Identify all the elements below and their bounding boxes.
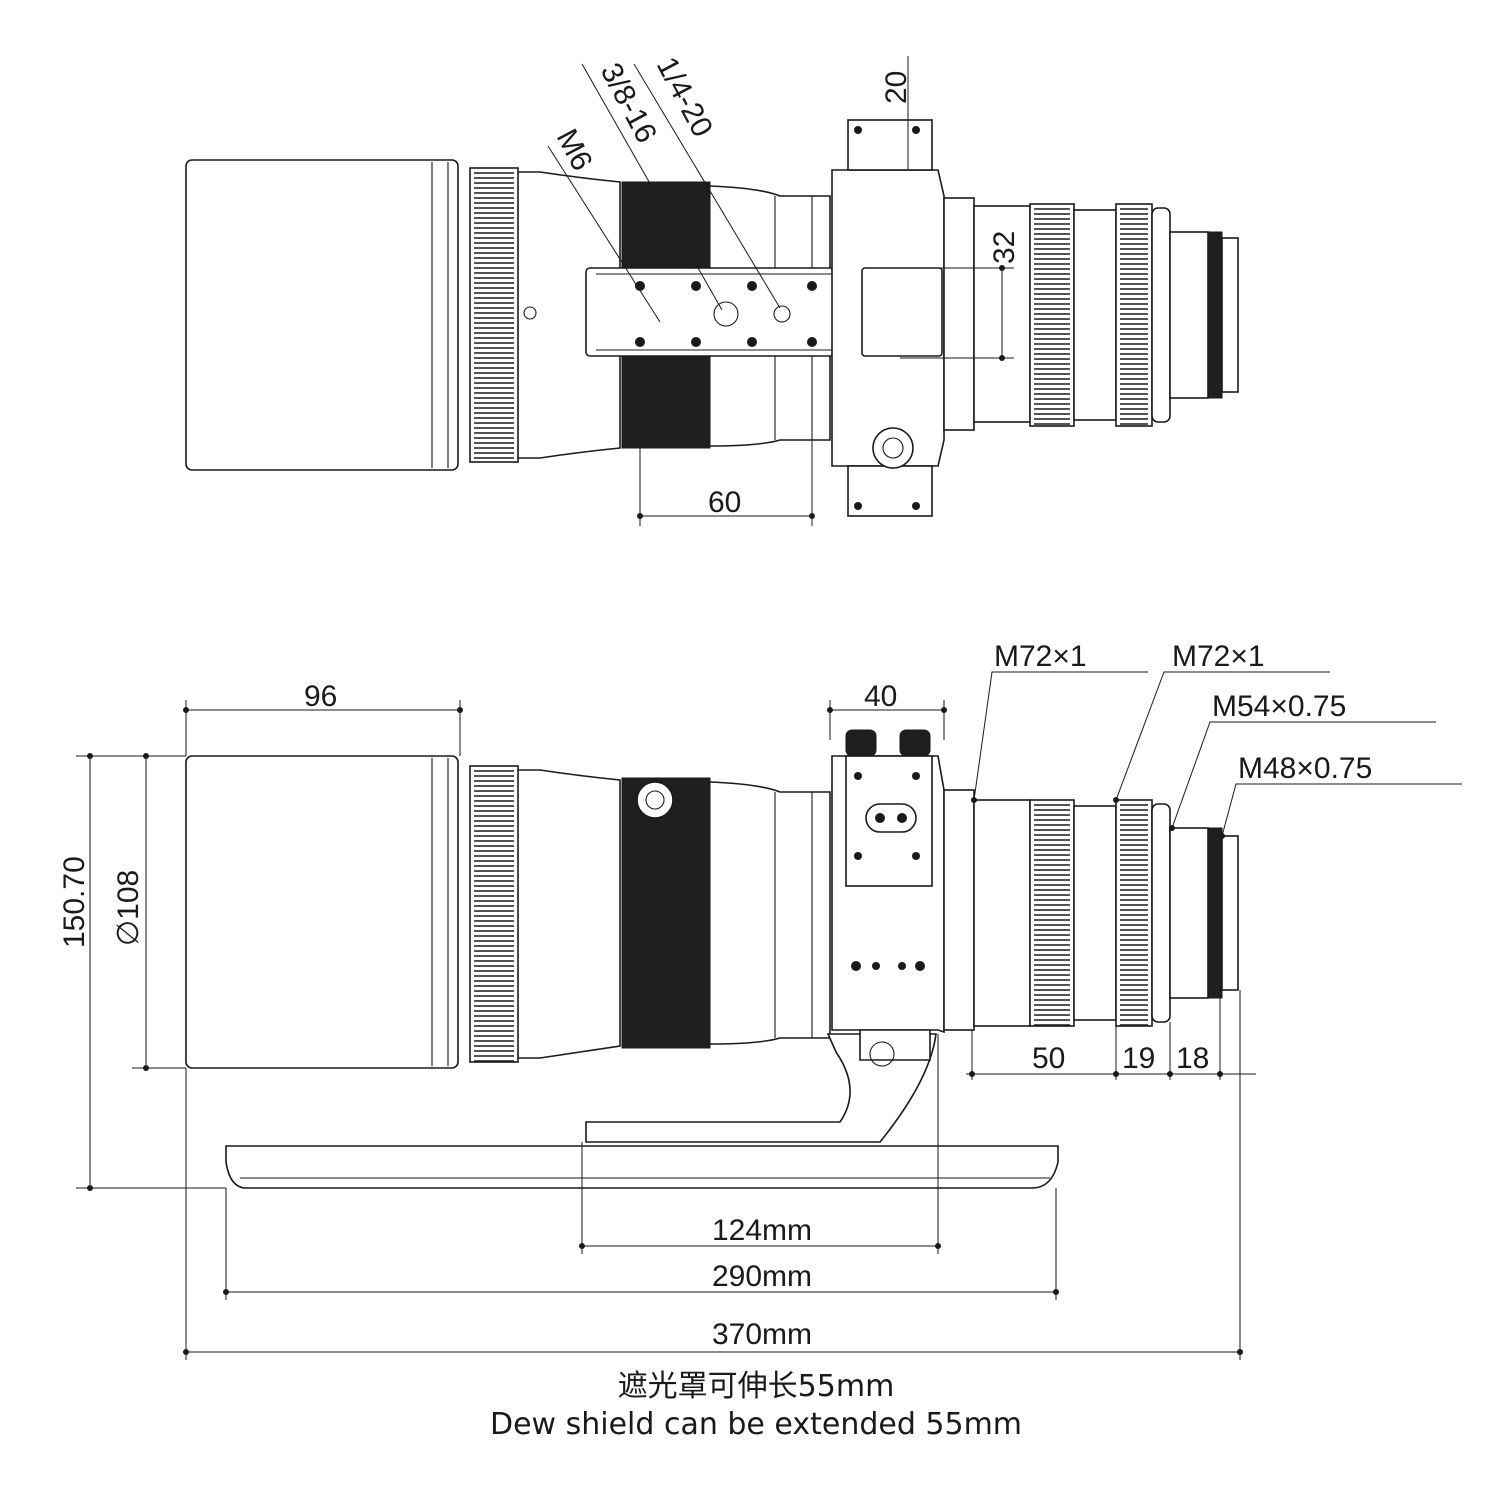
side-knob-left <box>845 729 877 757</box>
top-screw <box>523 306 537 320</box>
label-thread-m54: M54×0.75 <box>1212 690 1346 723</box>
side-rubber-ring <box>621 777 711 1049</box>
side-knob-right <box>899 729 931 757</box>
leader-m54 <box>1171 721 1436 829</box>
label-thread-m72-2: M72×1 <box>1172 640 1265 673</box>
side-dovetail-bar <box>225 1145 1059 1189</box>
side-dew-shield <box>185 755 459 1069</box>
top-knurled-ring-front-ridges <box>474 172 514 459</box>
side-rear-tube <box>943 789 975 1031</box>
side-focuser-ring-2-ridges <box>1120 804 1148 1026</box>
label-dim-96: 96 <box>304 680 337 713</box>
top-rear-tube <box>943 197 975 431</box>
top-rear-knurl <box>1207 231 1223 399</box>
side-focuser-ring-1 <box>1029 799 1075 1027</box>
top-rear-adapter <box>1169 231 1209 399</box>
top-rubber-ring-upper <box>621 181 711 269</box>
label-dim-150-70: 150.70 <box>58 856 91 948</box>
leader-3-8 <box>581 63 723 311</box>
side-body-taper <box>518 769 621 1059</box>
label-dim-19: 19 <box>1122 1042 1155 1075</box>
label-thread-m72-1: M72×1 <box>994 640 1087 673</box>
top-plate-holes <box>635 281 817 347</box>
label-dim-108: ∅108 <box>112 870 145 946</box>
top-dew-shield <box>185 159 459 471</box>
top-focuser-ring-2-ridges <box>1120 208 1148 425</box>
label-dim-32: 32 <box>988 231 1021 264</box>
leader-m6 <box>547 145 661 323</box>
leader-1-4 <box>633 63 781 309</box>
label-dim-290mm: 290mm <box>712 1260 812 1293</box>
top-focuser-ring-1 <box>1029 203 1075 427</box>
top-focuser-ring-1-ridges <box>1034 208 1070 425</box>
label-dim-40: 40 <box>864 680 897 713</box>
top-rubber-ring-lower <box>621 355 711 449</box>
side-focuser-ring-2 <box>1115 799 1153 1027</box>
side-body-rear <box>709 781 831 1045</box>
leader-m72-2 <box>1115 671 1330 801</box>
label-dim-370mm: 370mm <box>712 1318 812 1351</box>
side-hex-bolt <box>869 1041 895 1067</box>
label-thread-m48: M48×0.75 <box>1238 752 1372 785</box>
note-english: Dew shield can be extended 55mm <box>490 1407 1022 1442</box>
label-dim-18: 18 <box>1176 1042 1209 1075</box>
side-focuser-ring-1-ridges <box>1034 804 1070 1026</box>
side-lock-knob <box>636 781 674 819</box>
label-dim-124mm: 124mm <box>712 1214 812 1247</box>
side-rear-adapter <box>1169 827 1209 999</box>
side-view: 96 40 150.70 ∅108 M72×1 M72×1 M54×0.75 M… <box>58 640 1462 1360</box>
label-m6: M6 <box>550 124 599 176</box>
leader-m48 <box>1221 783 1462 837</box>
top-clamp-knob <box>872 427 914 469</box>
label-dim-20: 20 <box>880 71 913 104</box>
note-chinese: 遮光罩可伸长55mm <box>618 1369 895 1404</box>
label-dim-60: 60 <box>708 486 741 519</box>
label-dim-50: 50 <box>1032 1042 1065 1075</box>
top-view: M6 3/8-16 1/4-20 20 32 60 <box>185 52 1239 526</box>
side-rear-knurl <box>1207 827 1223 999</box>
leader-m72-1 <box>973 671 1148 801</box>
top-focuser-ring-2 <box>1115 203 1153 427</box>
side-knurled-ring-front-ridges <box>474 770 514 1062</box>
